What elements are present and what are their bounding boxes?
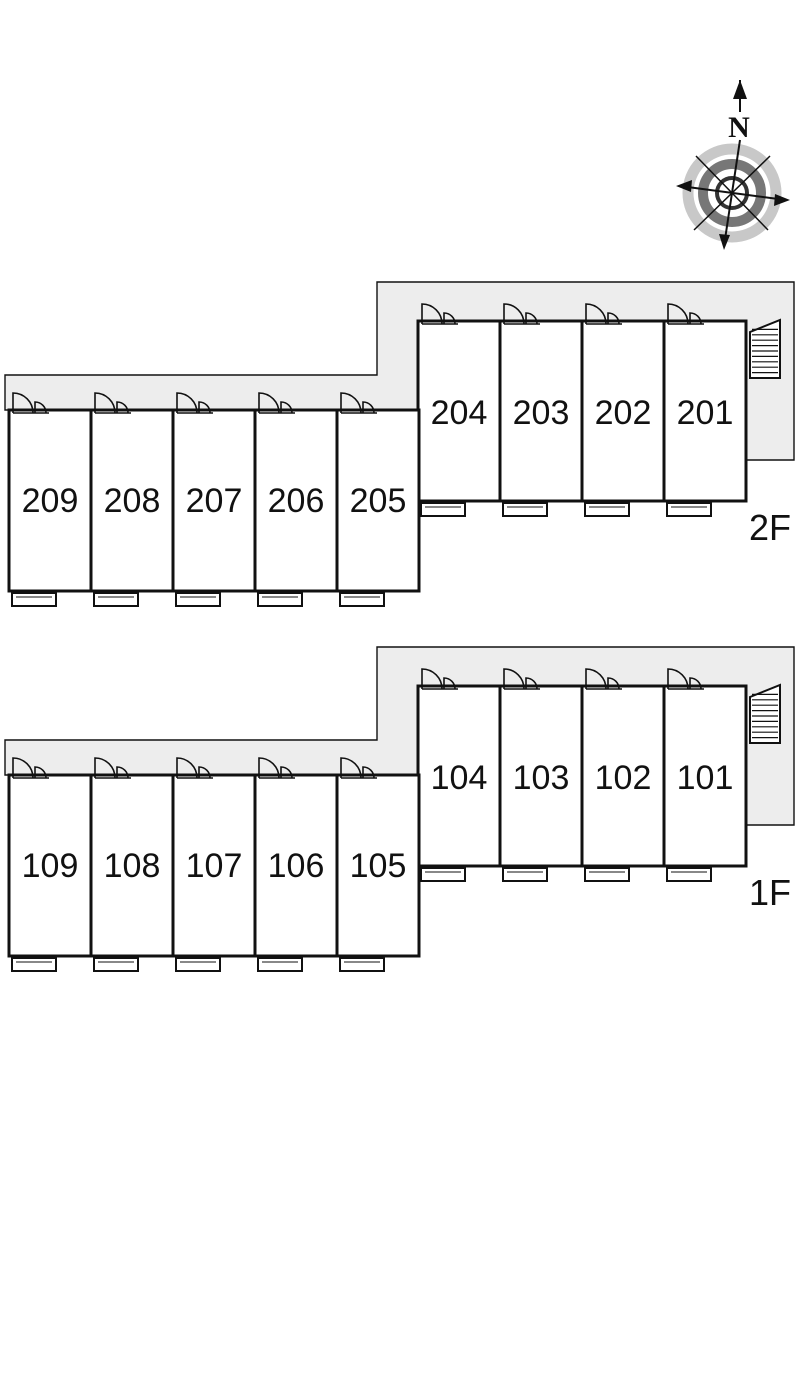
door-icon bbox=[340, 757, 377, 779]
unit-102 bbox=[580, 684, 666, 868]
balcony bbox=[420, 502, 466, 517]
door-icon bbox=[12, 392, 49, 414]
unit-204 bbox=[416, 319, 502, 503]
door-icon bbox=[340, 392, 377, 414]
door-icon bbox=[585, 303, 622, 325]
door-icon bbox=[12, 757, 49, 779]
unit-103 bbox=[498, 684, 584, 868]
unit-label-209: 209 bbox=[22, 482, 79, 520]
balcony bbox=[502, 502, 548, 517]
unit-106 bbox=[253, 773, 339, 958]
balcony bbox=[666, 867, 712, 882]
door-icon bbox=[94, 757, 131, 779]
balcony bbox=[175, 592, 221, 607]
balcony bbox=[11, 957, 57, 972]
door-icon bbox=[258, 392, 295, 414]
door-icon bbox=[421, 668, 458, 690]
balcony bbox=[502, 867, 548, 882]
unit-label-204: 204 bbox=[431, 394, 488, 432]
balcony bbox=[175, 957, 221, 972]
unit-label-102: 102 bbox=[595, 759, 652, 797]
balcony bbox=[584, 502, 630, 517]
unit-206 bbox=[253, 408, 339, 593]
unit-203 bbox=[498, 319, 584, 503]
unit-label-201: 201 bbox=[677, 394, 734, 432]
door-icon bbox=[94, 392, 131, 414]
unit-105 bbox=[335, 773, 421, 958]
unit-label-206: 206 bbox=[268, 482, 325, 520]
balcony bbox=[339, 592, 385, 607]
unit-label-109: 109 bbox=[22, 847, 79, 885]
stairs-icon bbox=[749, 683, 781, 744]
unit-label-104: 104 bbox=[431, 759, 488, 797]
door-icon bbox=[585, 668, 622, 690]
balcony bbox=[11, 592, 57, 607]
unit-label-105: 105 bbox=[350, 847, 407, 885]
unit-label-107: 107 bbox=[186, 847, 243, 885]
door-icon bbox=[667, 303, 704, 325]
floor-1f: 104 103 102 101 109 108 107 106 105 1F bbox=[4, 646, 795, 972]
balcony bbox=[257, 592, 303, 607]
balcony bbox=[339, 957, 385, 972]
door-icon bbox=[667, 668, 704, 690]
unit-109 bbox=[7, 773, 93, 958]
door-icon bbox=[176, 757, 213, 779]
unit-label-207: 207 bbox=[186, 482, 243, 520]
balcony bbox=[257, 957, 303, 972]
door-icon bbox=[503, 303, 540, 325]
unit-label-208: 208 bbox=[104, 482, 161, 520]
balcony bbox=[666, 502, 712, 517]
unit-205 bbox=[335, 408, 421, 593]
door-icon bbox=[176, 392, 213, 414]
unit-104 bbox=[416, 684, 502, 868]
door-icon bbox=[258, 757, 295, 779]
balcony bbox=[584, 867, 630, 882]
balcony bbox=[420, 867, 466, 882]
unit-label-101: 101 bbox=[677, 759, 734, 797]
door-icon bbox=[503, 668, 540, 690]
unit-label-202: 202 bbox=[595, 394, 652, 432]
floor-2f: 204 203 202 201 209 208 207 206 205 2F bbox=[4, 281, 795, 607]
unit-label-106: 106 bbox=[268, 847, 325, 885]
unit-label-203: 203 bbox=[513, 394, 570, 432]
unit-101 bbox=[662, 684, 748, 868]
balcony bbox=[93, 592, 139, 607]
unit-label-103: 103 bbox=[513, 759, 570, 797]
unit-label-205: 205 bbox=[350, 482, 407, 520]
floor-label: 1F bbox=[749, 872, 791, 913]
unit-209 bbox=[7, 408, 93, 593]
unit-108 bbox=[89, 773, 175, 958]
floor-label: 2F bbox=[749, 507, 791, 548]
compass-rose-icon: N bbox=[676, 80, 790, 250]
unit-207 bbox=[171, 408, 257, 593]
balcony bbox=[93, 957, 139, 972]
north-label: N bbox=[728, 111, 750, 144]
stairs-icon bbox=[749, 318, 781, 379]
unit-label-108: 108 bbox=[104, 847, 161, 885]
unit-107 bbox=[171, 773, 257, 958]
door-icon bbox=[421, 303, 458, 325]
unit-201 bbox=[662, 319, 748, 503]
